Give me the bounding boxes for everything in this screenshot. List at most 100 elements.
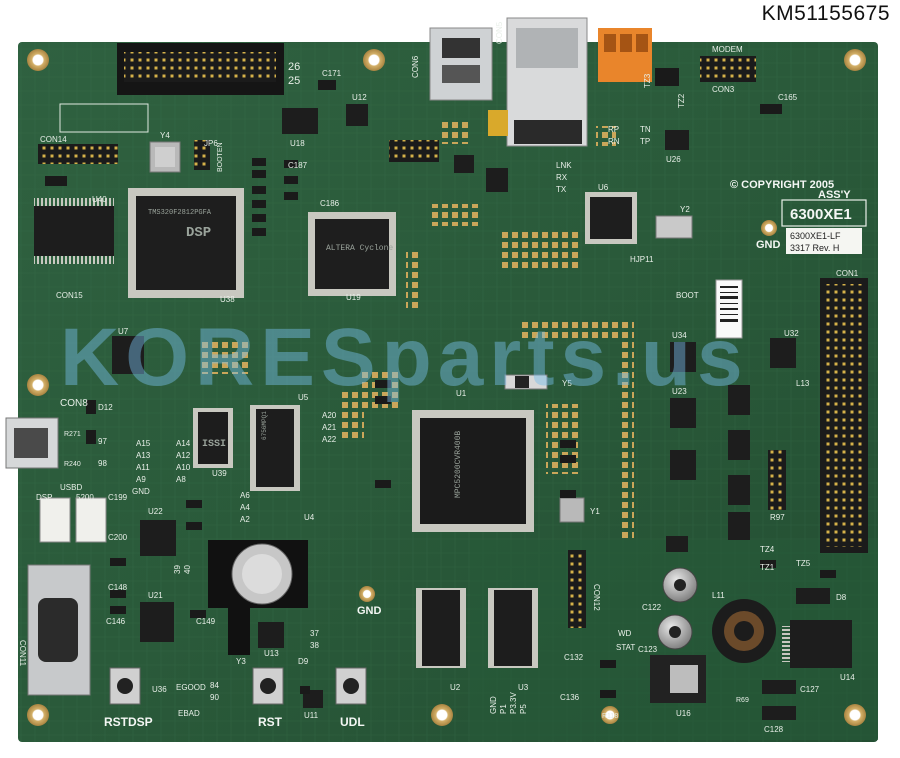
silk-u4: U4: [304, 513, 315, 522]
silk-rp: RP: [608, 125, 619, 134]
silk-jp6: JP6: [204, 139, 218, 148]
silk-a15: A15: [136, 439, 151, 448]
silk-c171: C171: [322, 69, 342, 78]
silk-a20: A20: [322, 411, 337, 420]
silk-tn: TN: [640, 125, 651, 134]
silk-stat: STAT: [616, 643, 635, 652]
chip-u5: 6756MPQ1: [261, 411, 268, 440]
silk-r118: R118: [602, 713, 618, 720]
silk-c132: C132: [564, 653, 584, 662]
silk-u39: U39: [212, 469, 227, 478]
silk-a22: A22: [322, 435, 337, 444]
assy-label: ASS'Y: [818, 189, 851, 201]
silk-y4: Y4: [160, 131, 170, 140]
silk-con1: CON1: [836, 269, 859, 278]
silk-rx: RX: [556, 173, 568, 182]
silk-u7: U7: [118, 327, 129, 336]
chip-dsp-text: TMS320F2812PGFA: [148, 209, 212, 217]
silk-p1: P1: [499, 704, 508, 714]
silk-con11: CON11: [18, 640, 27, 667]
model-sub-label: 6300XE1-LF: [790, 231, 841, 241]
silk-84: 84: [210, 681, 219, 690]
silk-5200: 5200: [76, 493, 94, 502]
revision-label: 3317 Rev. H: [790, 243, 839, 253]
silk-y3: Y3: [236, 657, 246, 666]
silk-u18: U18: [290, 139, 305, 148]
silk-a4: A4: [240, 503, 250, 512]
silk-u22: U22: [148, 507, 163, 516]
copyright-text: © COPYRIGHT 2005: [730, 179, 834, 191]
silk-a21: A21: [322, 423, 337, 432]
silk-r97: R97: [770, 513, 785, 522]
silk-97: 97: [98, 437, 107, 446]
silk-u11: U11: [304, 711, 319, 720]
silk-c122: C122: [642, 603, 662, 612]
silk-38: 38: [310, 641, 319, 650]
silk-a9: A9: [136, 475, 146, 484]
silk-c148: C148: [108, 583, 128, 592]
silk-hjp11: HJP11: [630, 255, 654, 264]
silk-c149: C149: [196, 617, 216, 626]
silk-egood: EGOOD: [176, 683, 206, 692]
silk-26: 26: [288, 61, 300, 73]
silk-u23: U23: [672, 387, 687, 396]
silk-modem: MODEM: [712, 45, 743, 54]
silk-u12: U12: [352, 93, 367, 102]
silk-37: 37: [310, 629, 319, 638]
silk-gnd-p: GND: [489, 696, 498, 714]
silk-c186: C186: [320, 199, 340, 208]
silk-a6: A6: [240, 491, 250, 500]
silk-a2: A2: [240, 515, 250, 524]
rst-button-label: RST: [258, 715, 283, 729]
silk-u32: U32: [784, 329, 799, 338]
silk-u14: U14: [840, 673, 855, 682]
silk-98: 98: [98, 459, 107, 468]
silk-c123: C123: [638, 645, 658, 654]
silk-u26: U26: [666, 155, 681, 164]
silk-a13: A13: [136, 451, 151, 460]
silk-a10: A10: [176, 463, 191, 472]
silk-c200: C200: [108, 533, 128, 542]
silk-y5: Y5: [562, 379, 572, 388]
chip-dsp-brand: DSP: [186, 225, 211, 241]
silk-usbd: USBD: [60, 483, 82, 492]
silk-tz4: TZ4: [760, 545, 775, 554]
silk-u40: U40: [92, 195, 107, 204]
silk-u34: U34: [672, 331, 687, 340]
silk-con5: CON5: [495, 21, 504, 44]
silk-a14: A14: [176, 439, 191, 448]
silk-con3: CON3: [712, 85, 735, 94]
udl-button-label: UDL: [340, 715, 365, 729]
silk-gnd-mid: GND: [357, 605, 382, 617]
silk-boot: BOOT: [676, 291, 699, 300]
silk-c128: C128: [764, 725, 784, 734]
silk-p33v: P3.3V: [509, 692, 518, 714]
watermark-text: KORESparts.us: [60, 312, 749, 403]
silk-u19: U19: [346, 293, 361, 302]
silk-u21: U21: [148, 591, 163, 600]
silk-c199: C199: [108, 493, 128, 502]
silk-y1: Y1: [590, 507, 600, 516]
silk-c165: C165: [778, 93, 798, 102]
silk-con8: CON8: [60, 398, 88, 409]
silk-tz1: TZ1: [760, 563, 775, 572]
silk-90: 90: [210, 693, 219, 702]
silk-dsp: DSP: [36, 493, 52, 502]
silk-gnd-a: GND: [132, 487, 150, 496]
silk-40: 40: [183, 565, 192, 574]
chip-mcu: MPC5200CVR400B: [454, 431, 463, 498]
silk-tx: TX: [556, 185, 567, 194]
silk-d12: D12: [98, 403, 113, 412]
silk-d9: D9: [298, 657, 309, 666]
silk-a11: A11: [136, 463, 150, 472]
silk-39: 39: [173, 565, 182, 574]
silk-p5: P5: [519, 704, 528, 714]
chip-issi: ISSI: [202, 439, 226, 450]
silk-l11: L11: [712, 591, 725, 600]
silk-u13: U13: [264, 649, 279, 658]
part-number-label: KM51155675: [761, 2, 890, 25]
silk-ebad: EBAD: [178, 709, 200, 718]
silk-tz5: TZ5: [796, 559, 811, 568]
silk-gnd-top: GND: [756, 239, 781, 251]
silk-tz3: TZ3: [643, 73, 652, 88]
